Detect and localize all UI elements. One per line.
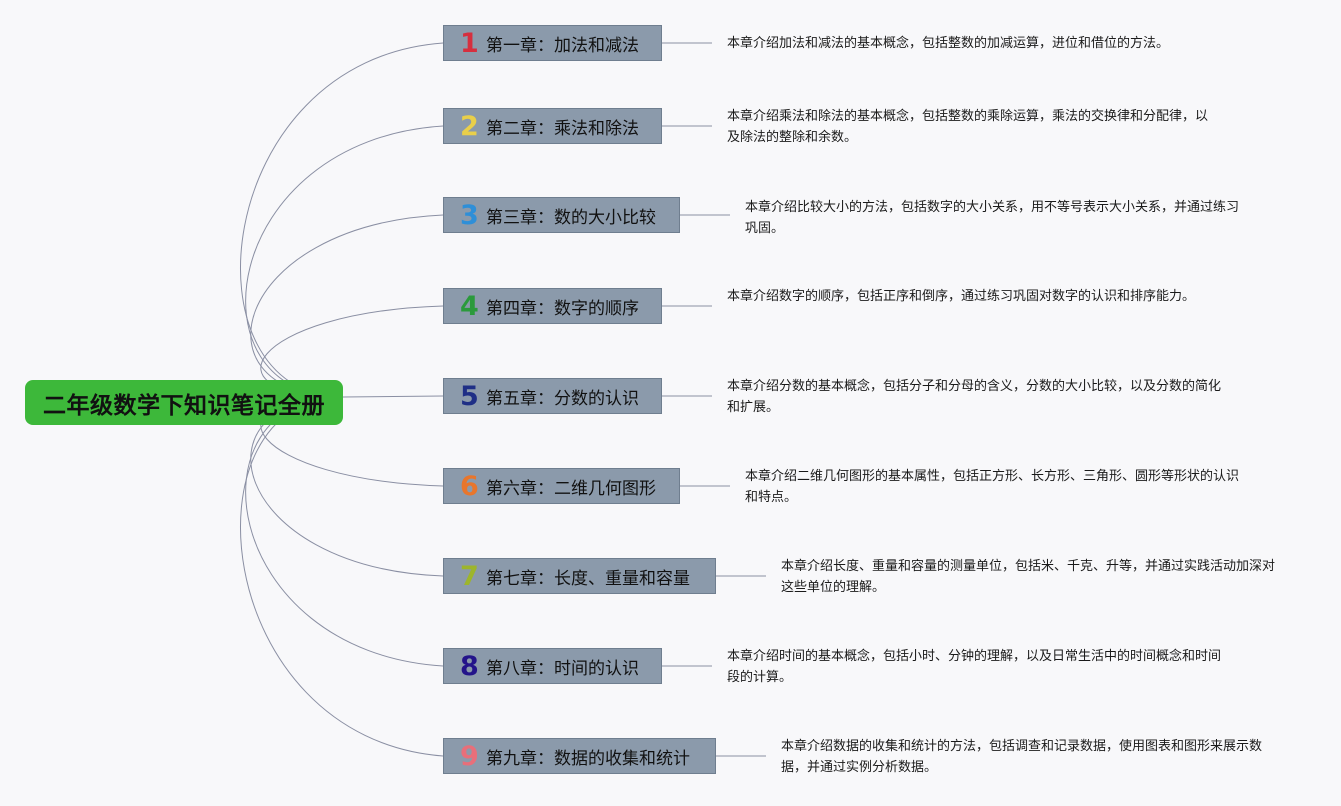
chapter-number-3: 3 (460, 199, 479, 231)
chapter-title-4: 第四章：数字的顺序 (486, 298, 639, 319)
chapter-description-4: 本章介绍数字的顺序，包括正序和倒序，通过练习巩固对数字的认识和排序能力。 (727, 289, 1196, 304)
chapter-node-8[interactable]: 8 第八章：时间的认识 (443, 648, 662, 684)
chapter-description-2: 本章介绍乘法和除法的基本概念，包括整数的乘除运算，乘法的交换律和分配律，以及除法… (727, 109, 1209, 145)
chapter-node-2[interactable]: 2 第二章：乘法和除法 (443, 108, 662, 144)
chapter-number-1: 1 (460, 27, 479, 59)
chapter-node-3[interactable]: 3 第三章：数的大小比较 (443, 197, 680, 233)
branch-line-1 (240, 42, 444, 398)
chapter-title-6: 第六章：二维几何图形 (486, 478, 656, 499)
chapter-title-2: 第二章：乘法和除法 (486, 118, 639, 139)
chapter-title-9: 第九章：数据的收集和统计 (486, 748, 690, 769)
chapter-description-6: 本章介绍二维几何图形的基本属性，包括正方形、长方形、三角形、圆形等形状的认识和特… (745, 469, 1240, 505)
chapter-title-5: 第五章：分数的认识 (486, 388, 639, 409)
chapter-number-2: 2 (460, 110, 479, 142)
chapter-description-1: 本章介绍加法和减法的基本概念，包括整数的加减运算，进位和借位的方法。 (727, 36, 1170, 51)
chapter-title-3: 第三章：数的大小比较 (486, 207, 656, 228)
root-title: 二年级数学下知识笔记全册 (43, 392, 325, 419)
branch-line-8 (245, 396, 444, 667)
chapter-number-9: 9 (460, 740, 479, 772)
chapter-description-8: 本章介绍时间的基本概念，包括小时、分钟的理解，以及日常生活中的时间概念和时间段的… (727, 649, 1222, 685)
chapter-number-6: 6 (460, 470, 479, 502)
chapter-title-1: 第一章：加法和减法 (486, 35, 639, 56)
chapter-description-7: 本章介绍长度、重量和容量的测量单位，包括米、千克、升等，并通过实践活动加深对这些… (781, 559, 1276, 595)
branch-line-9 (240, 396, 444, 757)
chapter-node-6[interactable]: 6 第六章：二维几何图形 (443, 468, 680, 504)
chapter-node-9[interactable]: 9 第九章：数据的收集和统计 (443, 738, 716, 774)
chapter-description-5: 本章介绍分数的基本概念，包括分子和分母的含义，分数的大小比较，以及分数的简化和扩… (727, 379, 1222, 415)
chapter-number-4: 4 (460, 290, 479, 322)
chapter-node-1[interactable]: 1 第一章：加法和减法 (443, 25, 662, 61)
chapter-title-8: 第八章：时间的认识 (486, 658, 639, 679)
branch-line-2 (245, 125, 444, 398)
root-topic[interactable]: 二年级数学下知识笔记全册 (25, 380, 343, 425)
chapter-title-7: 第七章：长度、重量和容量 (486, 568, 690, 589)
branch-line-3 (250, 214, 444, 398)
chapter-node-5[interactable]: 5 第五章：分数的认识 (443, 378, 662, 414)
chapter-node-7[interactable]: 7 第七章：长度、重量和容量 (443, 558, 716, 594)
chapter-description-9: 本章介绍数据的收集和统计的方法，包括调查和记录数据，使用图表和图形来展示数据，并… (781, 739, 1263, 775)
chapter-number-7: 7 (460, 560, 479, 592)
chapter-description-3: 本章介绍比较大小的方法，包括数字的大小关系，用不等号表示大小关系，并通过练习巩固… (745, 200, 1240, 236)
chapter-number-8: 8 (460, 650, 479, 682)
chapter-number-5: 5 (460, 380, 479, 412)
chapter-node-4[interactable]: 4 第四章：数字的顺序 (443, 288, 662, 324)
branch-line-5 (342, 395, 444, 398)
